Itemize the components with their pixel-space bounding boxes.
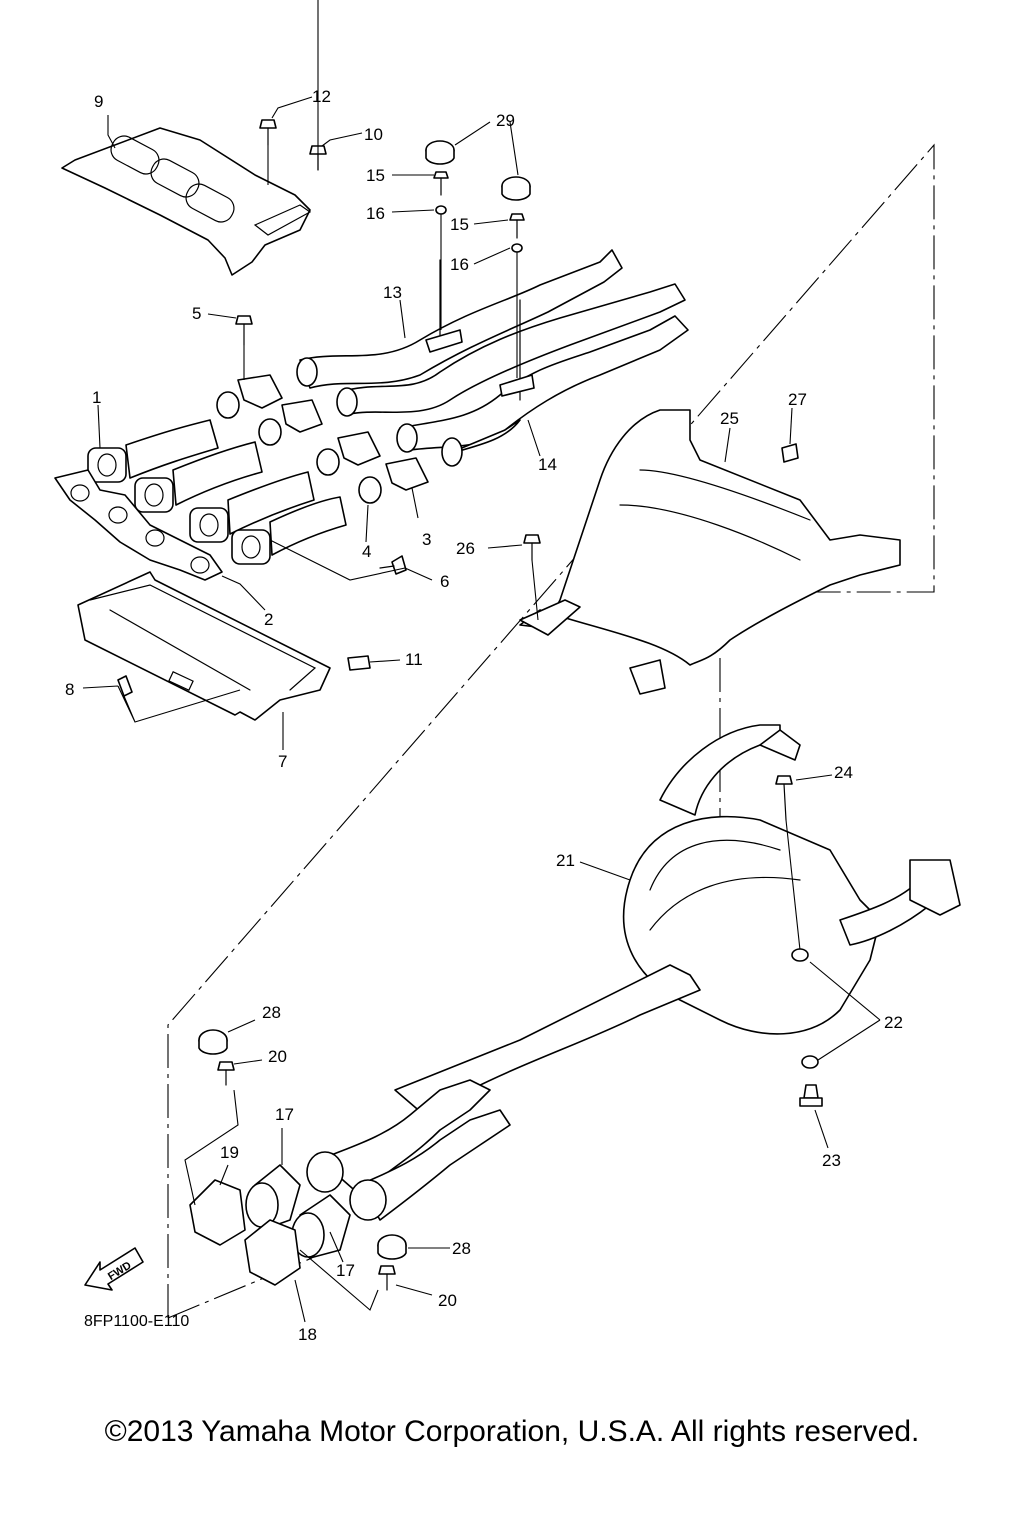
bolt-23 — [799, 1084, 823, 1107]
manifold-1b — [134, 441, 263, 513]
callout-24: 24 — [834, 763, 853, 782]
callout-4: 4 — [362, 542, 371, 561]
bolts-20 — [217, 1061, 396, 1291]
bolt-24 — [775, 775, 801, 951]
callout-20b: 20 — [438, 1291, 457, 1310]
manifold-1d — [231, 496, 347, 565]
outlet-pipes — [306, 1079, 511, 1221]
callout-2: 2 — [264, 610, 273, 629]
bolt-26 — [523, 534, 541, 621]
caps-28 — [198, 1029, 407, 1260]
callout-23: 23 — [822, 1151, 841, 1170]
muffler-cover-25 — [519, 409, 901, 695]
heat-shield-upper — [61, 127, 312, 276]
bolts-15 — [433, 171, 525, 239]
manifold-1a — [87, 419, 219, 483]
callout-28a: 28 — [262, 1003, 281, 1022]
callout-9: 9 — [94, 92, 103, 111]
bolt-10 — [309, 0, 327, 171]
heat-shield-lower — [77, 571, 331, 721]
clip-11 — [347, 655, 371, 671]
clamps-3 — [237, 374, 429, 491]
callout-15a: 15 — [366, 166, 385, 185]
diagram-code: 8FP1100-E110 — [84, 1313, 189, 1330]
grommets-22 — [791, 948, 819, 1069]
callout-27: 27 — [788, 390, 807, 409]
callout-29: 29 — [496, 111, 515, 130]
bolt-5 — [235, 315, 253, 380]
washers-16 — [435, 205, 523, 378]
exhaust-manifolds — [54, 419, 347, 581]
exhaust-pipe-13 — [296, 249, 686, 417]
gasket-2 — [54, 469, 223, 581]
manifold-1c — [189, 471, 315, 543]
callout-10: 10 — [364, 125, 383, 144]
callout-12: 12 — [312, 87, 331, 106]
seals-4 — [216, 391, 382, 504]
callout-17b: 17 — [336, 1261, 355, 1280]
callout-15b: 15 — [450, 215, 469, 234]
copyright-notice: ©2013 Yamaha Motor Corporation, U.S.A. A… — [104, 1415, 920, 1448]
callout-25: 25 — [720, 409, 739, 428]
bolt-12 — [259, 119, 277, 185]
callout-21: 21 — [556, 851, 575, 870]
callout-26: 26 — [456, 539, 475, 558]
callout-13: 13 — [383, 283, 402, 302]
callout-19: 19 — [220, 1143, 239, 1162]
callout-5: 5 — [192, 304, 201, 323]
muffler-21 — [394, 724, 961, 1121]
clip-8 — [117, 675, 133, 697]
fwd-arrow-icon: FWD — [84, 1247, 144, 1291]
exhaust-pipe-14 — [396, 259, 689, 467]
sleeves-17 — [245, 1164, 351, 1259]
callout-numbers: 9 12 10 29 15 16 15 16 13 5 1 14 25 27 2… — [65, 87, 903, 1344]
bolt-27 — [781, 443, 799, 463]
callout-7: 7 — [278, 752, 287, 771]
callout-1: 1 — [92, 388, 101, 407]
clamps-18-19 — [189, 1179, 301, 1286]
callout-20a: 20 — [268, 1047, 287, 1066]
callout-3: 3 — [422, 530, 431, 549]
callout-16b: 16 — [450, 255, 469, 274]
callout-6: 6 — [440, 572, 449, 591]
callout-11: 11 — [405, 650, 423, 669]
callout-8: 8 — [65, 680, 74, 699]
leader-lines — [82, 96, 881, 1323]
caps-29 — [425, 140, 531, 201]
callout-22: 22 — [884, 1013, 903, 1032]
bolt-6 — [379, 555, 407, 575]
callout-17a: 17 — [275, 1105, 294, 1124]
callout-18: 18 — [298, 1325, 317, 1344]
callout-16a: 16 — [366, 204, 385, 223]
callout-28b: 28 — [452, 1239, 471, 1258]
callout-14: 14 — [538, 455, 557, 474]
